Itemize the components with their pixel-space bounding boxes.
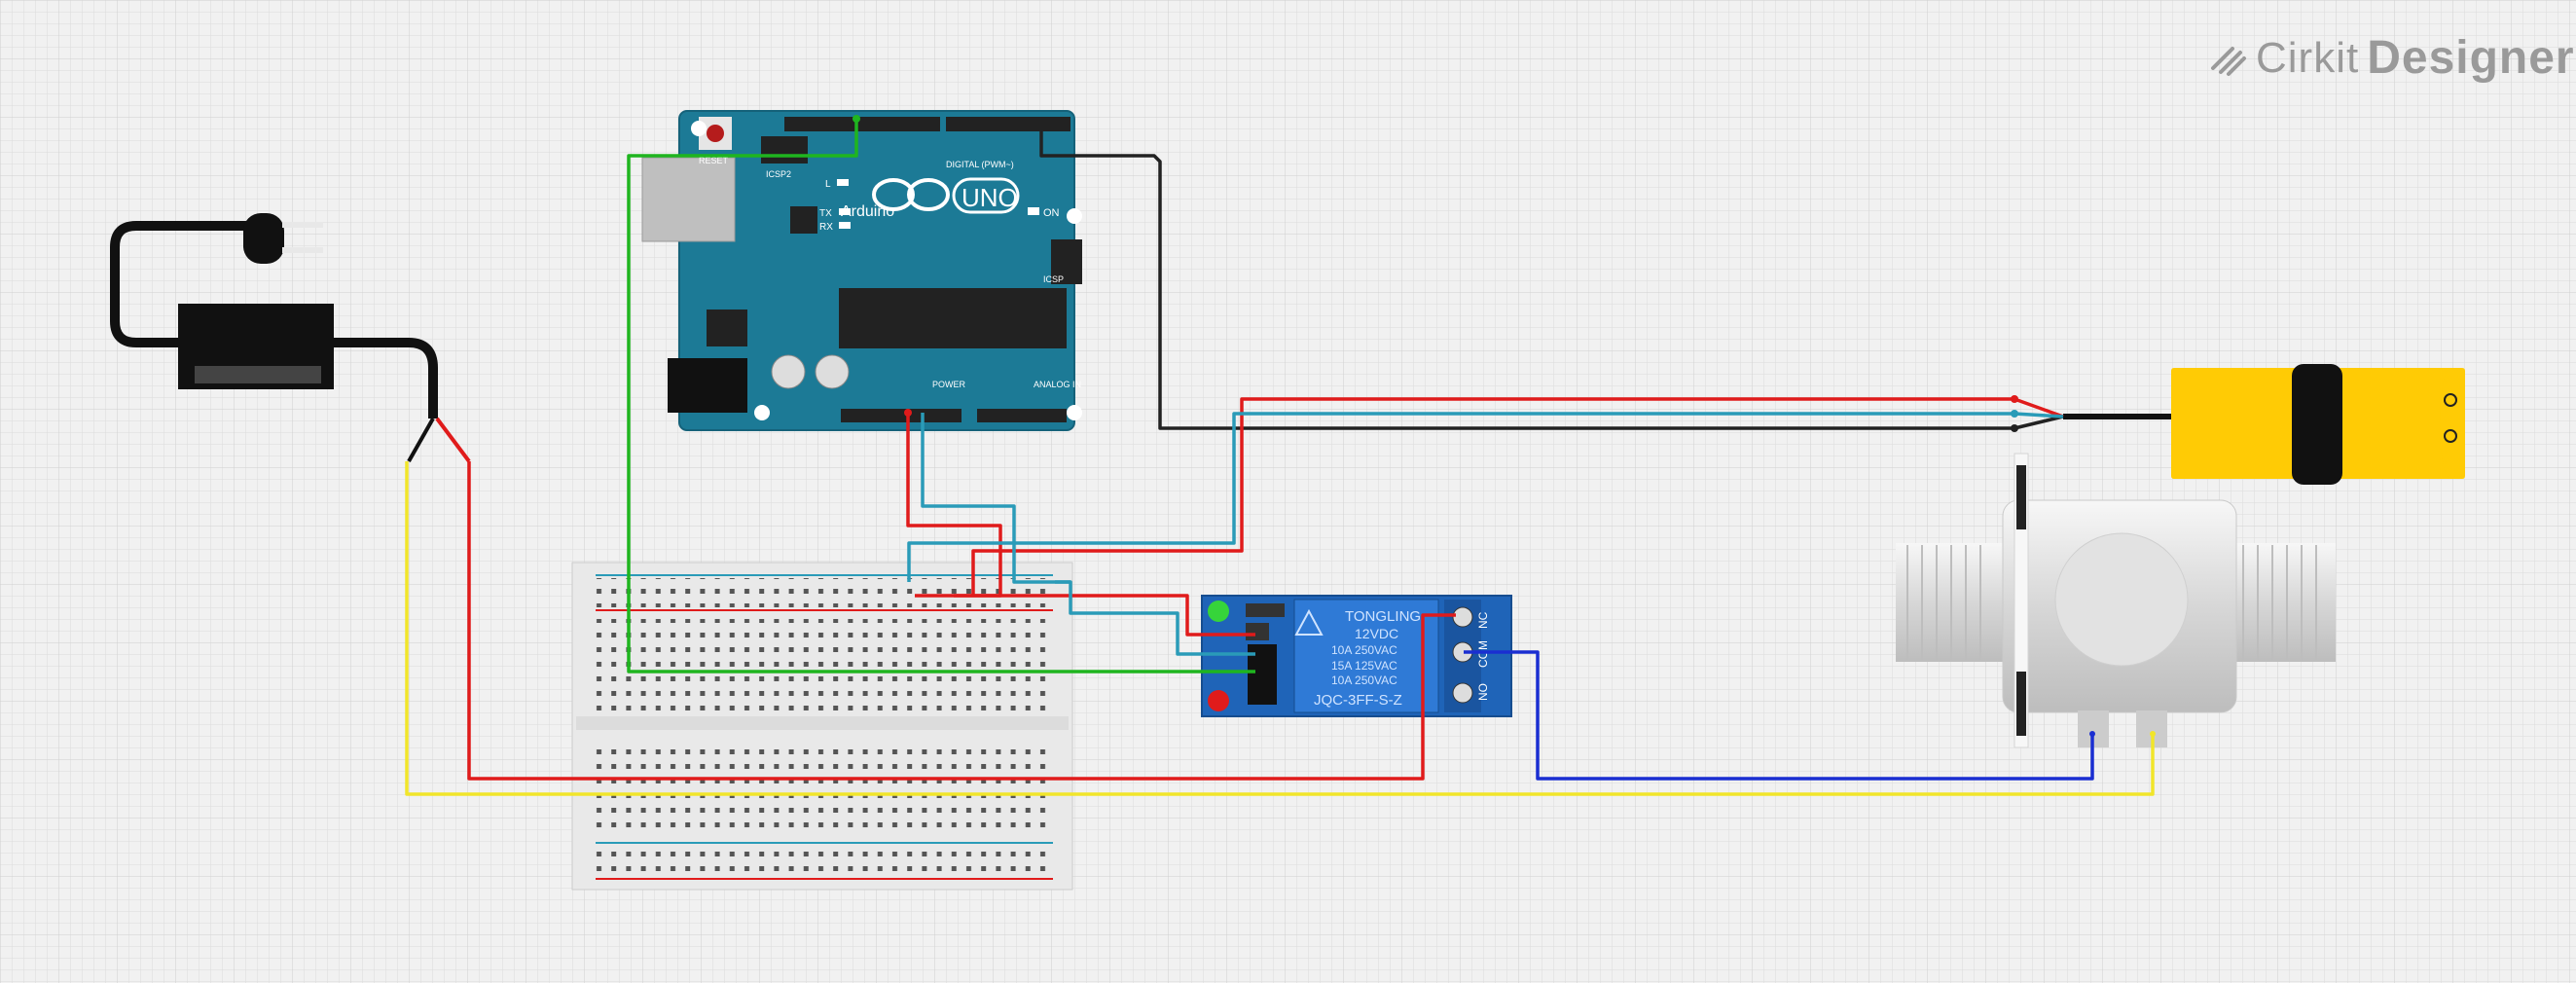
capacitor-1 [771, 354, 806, 389]
tx-label: TX [819, 208, 832, 219]
wire-red-power [467, 461, 1456, 781]
relay-warning-icon [1294, 608, 1324, 636]
wires [405, 119, 2155, 796]
power-label: POWER [932, 380, 966, 389]
wire-yellow [405, 461, 2155, 796]
digital-header-left [784, 117, 940, 131]
rx-label: RX [819, 222, 833, 233]
relay-rating-3: 10A 250VAC [1331, 674, 1397, 687]
model-label: UNO [961, 183, 1018, 212]
wire-teal-sensor [907, 412, 2064, 582]
valve-inlet [1896, 543, 2003, 662]
atmega-chip [839, 288, 1067, 348]
sensor-led-2 [2444, 429, 2457, 443]
wire-green [627, 119, 1255, 674]
plug-prong-top [282, 222, 323, 228]
digital-header-right [946, 117, 1070, 131]
infinity-logo [872, 178, 950, 211]
wire-red-sensor [971, 397, 2064, 596]
dc-jack [668, 358, 747, 413]
terminal-screw-no [1452, 606, 1473, 628]
capacitor-2 [815, 354, 850, 389]
sensor-led-1 [2444, 393, 2457, 407]
icsp2-label: ICSP2 [766, 169, 791, 179]
logo-text-designer: Designer [2367, 32, 2575, 84]
relay-nc-label: NC [1476, 611, 1490, 629]
relay-brand: TONGLING [1345, 608, 1421, 625]
valve-coil [2054, 532, 2189, 667]
plug-body [243, 213, 284, 264]
diode [1246, 603, 1285, 617]
valve-outlet [2229, 543, 2336, 662]
icsp2-header [761, 136, 808, 164]
power-header [841, 409, 961, 422]
icsp-label: ICSP [1043, 274, 1064, 284]
solenoid-valve[interactable] [1896, 453, 2336, 748]
icsp-header [1051, 239, 1082, 284]
arduino-uno[interactable]: RESET ICSP2 DIGITAL (PWM~) ICSP Arduino … [641, 110, 1082, 431]
wire-endpoints [853, 115, 2018, 432]
power-adapter[interactable] [110, 213, 471, 463]
plug-prong-bottom [282, 247, 323, 253]
on-label: ON [1043, 207, 1060, 219]
sensor[interactable] [2063, 364, 2465, 485]
relay-no-label: NO [1476, 683, 1490, 701]
cirkit-logo-icon [2211, 46, 2246, 76]
l-led-label: L [825, 179, 831, 190]
relay-voltage: 12VDC [1355, 626, 1398, 641]
regulator [707, 309, 747, 346]
analog-label: ANALOG IN [1034, 380, 1081, 389]
relay-module[interactable]: TONGLING 12VDC 10A 250VAC 15A 125VAC 10A… [1201, 595, 1512, 717]
status-led [1208, 690, 1229, 711]
relay-rating-1: 10A 250VAC [1331, 643, 1397, 657]
wire-blue [1464, 650, 2094, 781]
analog-header [977, 409, 1067, 422]
usb-port [641, 157, 736, 242]
usb-chip [790, 206, 817, 234]
reset-label: RESET [699, 156, 729, 165]
cirkit-logo: Cirkit Designer [2209, 31, 2575, 85]
digital-label: DIGITAL (PWM~) [946, 160, 1014, 169]
relay-body [1293, 599, 1439, 713]
power-led [1208, 601, 1229, 622]
breadboard[interactable] [571, 562, 1073, 891]
terminal-screw-nc [1452, 682, 1473, 704]
sensor-nut [2292, 364, 2342, 485]
relay-model: JQC-3FF-S-Z [1314, 692, 1402, 709]
logo-text-cirkit: Cirkit [2256, 33, 2360, 82]
relay-com-label: COM [1476, 640, 1490, 668]
relay-rating-2: 15A 125VAC [1331, 659, 1397, 673]
